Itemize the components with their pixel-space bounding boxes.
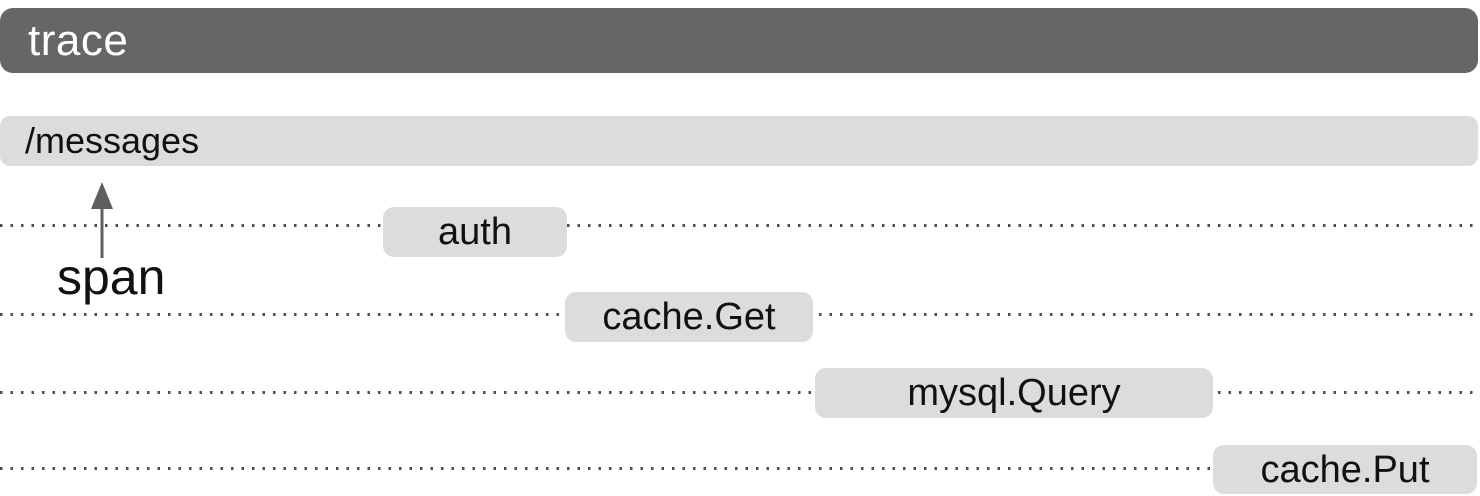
trace-bar: trace (0, 8, 1478, 73)
span-annotation-label: span (57, 249, 166, 305)
span-label: mysql.Query (907, 372, 1121, 414)
span-label: cache.Get (602, 296, 776, 338)
span-box-mysql-query: mysql.Query (815, 368, 1213, 418)
timeline-dotted-line-4 (0, 467, 1480, 470)
timeline-dotted-line-1 (0, 224, 1480, 227)
trace-label: trace (28, 15, 129, 65)
root-span-label: /messages (25, 120, 200, 161)
span-label: auth (438, 211, 512, 253)
span-label: cache.Put (1260, 448, 1430, 491)
span-box-cache-put: cache.Put (1213, 445, 1477, 494)
arrow-up-icon (91, 182, 113, 258)
span-box-cache-get: cache.Get (565, 292, 813, 342)
span-box-auth: auth (383, 207, 567, 257)
timeline-dotted-line-3 (0, 391, 1480, 394)
root-span-bar: /messages (0, 116, 1478, 166)
